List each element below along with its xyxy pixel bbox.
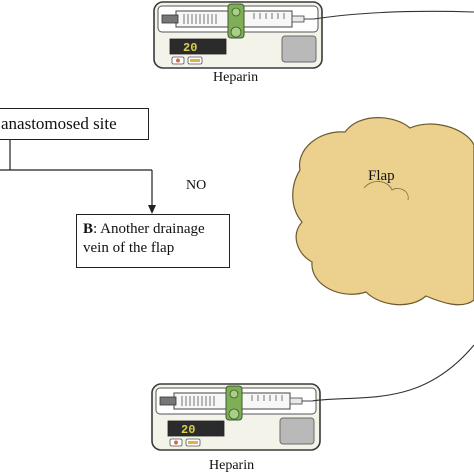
step-a-box: anastomosed site xyxy=(0,108,149,140)
flap-shape xyxy=(292,117,474,306)
flow-arrowhead xyxy=(148,205,156,214)
flap-label: Flap xyxy=(368,168,395,184)
syringe-pump-top xyxy=(153,1,323,69)
step-b-line2: vein of the flap xyxy=(83,240,175,256)
step-a-text: anastomosed site xyxy=(1,114,117,133)
pump-display-digits-bottom: 20 xyxy=(181,423,195,437)
syringe-pump-bottom xyxy=(151,383,321,451)
step-b-letter: B xyxy=(83,221,94,237)
heparin-label-top: Heparin xyxy=(213,70,259,85)
pump-display-digits-top: 20 xyxy=(183,41,197,55)
no-branch-label: NO xyxy=(186,178,207,193)
tube-bottom xyxy=(311,344,474,402)
step-b-box: B: Another drainage vein of the flap xyxy=(76,214,230,268)
tube-top xyxy=(313,10,474,20)
heparin-label-bottom: Heparin xyxy=(209,458,255,473)
flow-connector xyxy=(0,140,153,210)
step-b-line1: : Another drainage xyxy=(93,221,205,237)
